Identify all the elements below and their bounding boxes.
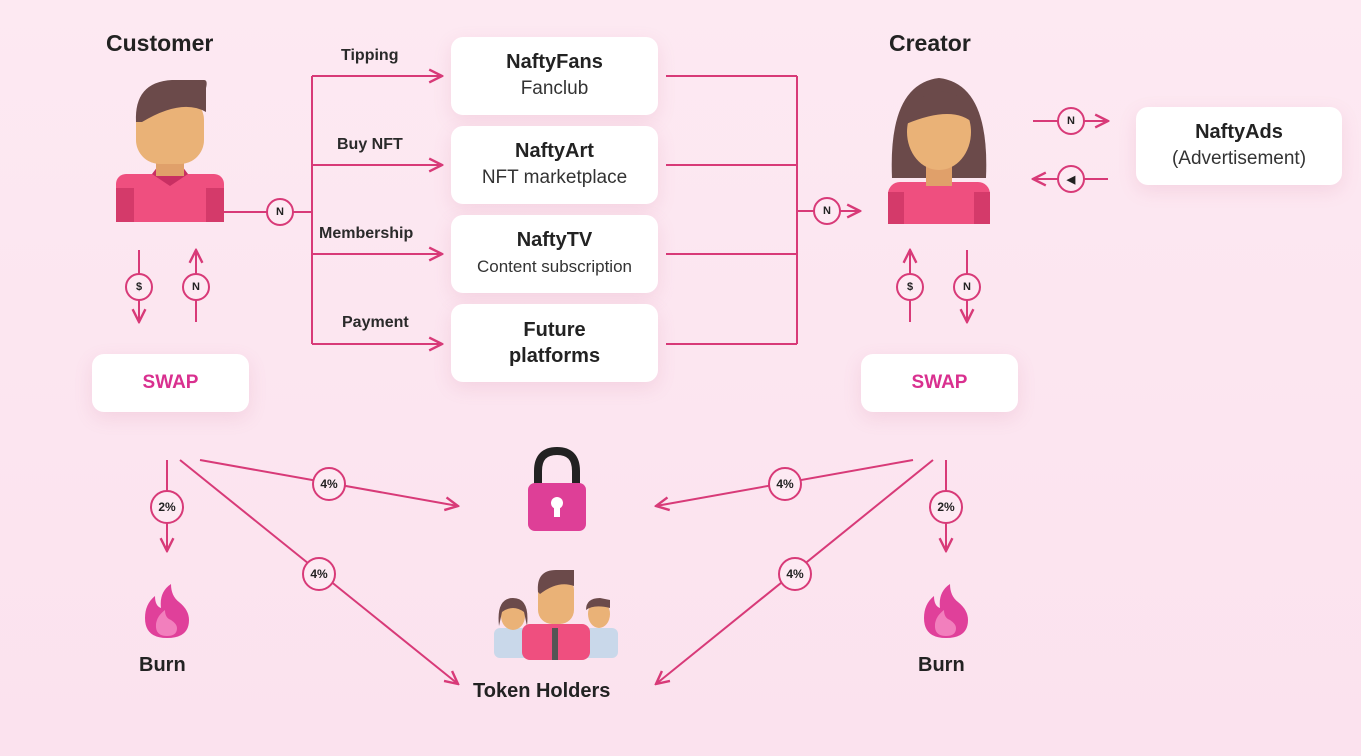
flow-label-payment: Payment — [342, 314, 409, 331]
fee-badge-lock-left: 4% — [312, 467, 346, 501]
platform-name: NaftyArt — [515, 140, 594, 162]
ads-sub: (Advertisement) — [1171, 148, 1307, 169]
dollar-icon: $ — [125, 273, 153, 301]
platform-name: NaftyTV — [516, 229, 593, 251]
fire-icon — [924, 584, 968, 638]
token-icon: N — [266, 198, 294, 226]
token-icon: N — [953, 273, 981, 301]
platform-card-naftyfans[interactable]: NaftyFans Fanclub — [451, 37, 658, 115]
fee-badge-burn-right: 2% — [929, 490, 963, 524]
fee-badge-holders-left: 4% — [302, 557, 336, 591]
token-holders-label: Token Holders — [473, 680, 611, 702]
platform-name: Future — [523, 319, 586, 341]
creator-swap-button[interactable]: SWAP — [861, 354, 1018, 412]
megaphone-icon: ◀ — [1057, 165, 1085, 193]
dollar-icon: $ — [896, 273, 924, 301]
creator-title: Creator — [889, 30, 971, 56]
burn-label-right: Burn — [918, 654, 965, 676]
platform-sub: Content subscription — [477, 257, 632, 276]
platform-name: NaftyFans — [506, 51, 603, 73]
fire-icon — [145, 584, 189, 638]
customer-title: Customer — [106, 30, 214, 56]
fee-badge-holders-right: 4% — [778, 557, 812, 591]
token-holders-icon — [494, 570, 618, 660]
customer-swap-button[interactable]: SWAP — [92, 354, 249, 412]
flow-label-buy-nft: Buy NFT — [337, 136, 403, 153]
token-icon: N — [1057, 107, 1085, 135]
fee-badge-burn-left: 2% — [150, 490, 184, 524]
customer-avatar-icon — [116, 80, 224, 222]
token-icon: N — [813, 197, 841, 225]
lock-icon — [528, 447, 586, 531]
platform-card-naftytv[interactable]: NaftyTV Content subscription — [451, 215, 658, 293]
platform-sub: platforms — [508, 345, 601, 367]
token-icon: N — [182, 273, 210, 301]
flow-label-tipping: Tipping — [341, 47, 399, 64]
fee-badge-lock-right: 4% — [768, 467, 802, 501]
platform-sub: NFT marketplace — [481, 167, 628, 188]
platform-sub: Fanclub — [520, 78, 589, 99]
naftyads-card[interactable]: NaftyAds (Advertisement) — [1136, 107, 1342, 185]
platform-card-naftyart[interactable]: NaftyArt NFT marketplace — [451, 126, 658, 204]
burn-label-left: Burn — [139, 654, 186, 676]
creator-avatar-icon — [888, 78, 990, 224]
flow-label-membership: Membership — [319, 225, 414, 242]
ads-name: NaftyAds — [1195, 121, 1283, 143]
platform-card-future[interactable]: Future platforms — [451, 304, 658, 382]
